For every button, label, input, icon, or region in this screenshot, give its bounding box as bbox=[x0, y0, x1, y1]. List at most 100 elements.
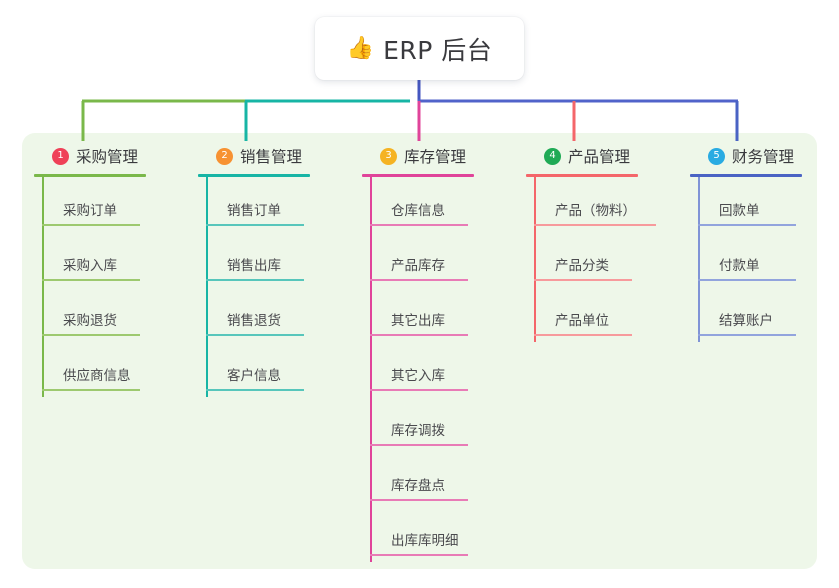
branch-header-1[interactable]: 1 采购管理 bbox=[34, 145, 184, 167]
branch-column-5: 5 财务管理回款单付款单结算账户 bbox=[690, 145, 839, 342]
leaf-item-rule bbox=[206, 224, 304, 226]
leaf-item[interactable]: 其它出库 bbox=[362, 287, 512, 342]
leaf-item-rule bbox=[534, 279, 632, 281]
branch-number-badge: 5 bbox=[708, 147, 725, 165]
leaf-item[interactable]: 销售退货 bbox=[198, 287, 348, 342]
branch-header-rule bbox=[34, 174, 146, 177]
leaf-item-rule bbox=[370, 444, 468, 446]
root-node-card[interactable]: 👍ERP 后台 bbox=[315, 17, 524, 80]
leaf-item[interactable]: 产品分类 bbox=[526, 232, 676, 287]
branch-items: 采购订单采购入库采购退货供应商信息 bbox=[34, 177, 184, 397]
leaf-item[interactable]: 产品单位 bbox=[526, 287, 676, 342]
leaf-item-rule bbox=[534, 224, 656, 226]
leaf-item-label: 其它出库 bbox=[391, 313, 445, 329]
leaf-item-label: 产品单位 bbox=[555, 313, 609, 329]
leaf-item-rule bbox=[534, 334, 632, 336]
leaf-item-label: 销售出库 bbox=[227, 258, 281, 274]
branch-number-badge: 1 bbox=[52, 147, 69, 165]
leaf-item-rule bbox=[370, 389, 468, 391]
branch-header-rule bbox=[690, 174, 802, 177]
leaf-item-rule bbox=[370, 279, 468, 281]
branch-vertical-connector bbox=[534, 177, 536, 342]
leaf-item-label: 仓库信息 bbox=[391, 203, 445, 219]
root-node-content: 👍ERP 后台 bbox=[347, 31, 493, 67]
branch-items: 回款单付款单结算账户 bbox=[690, 177, 839, 342]
leaf-item[interactable]: 客户信息 bbox=[198, 342, 348, 397]
branch-header-4[interactable]: 4 产品管理 bbox=[526, 145, 676, 167]
leaf-item[interactable]: 付款单 bbox=[690, 232, 839, 287]
leaf-item-rule bbox=[698, 334, 796, 336]
leaf-item-label: 付款单 bbox=[719, 258, 760, 274]
branch-items: 产品（物料） 产品分类产品单位 bbox=[526, 177, 676, 342]
leaf-item-rule bbox=[370, 554, 468, 556]
branch-header-3[interactable]: 3 库存管理 bbox=[362, 145, 512, 167]
branch-header-rule bbox=[362, 174, 474, 177]
leaf-item-rule bbox=[370, 224, 468, 226]
branch-number-badge: 4 bbox=[544, 147, 561, 165]
leaf-item[interactable]: 回款单 bbox=[690, 177, 839, 232]
branch-vertical-connector bbox=[698, 177, 700, 342]
leaf-item[interactable]: 库存盘点 bbox=[362, 452, 512, 507]
branch-header-rule bbox=[526, 174, 638, 177]
leaf-item-label: 客户信息 bbox=[227, 368, 281, 384]
leaf-item-label: 采购订单 bbox=[63, 203, 117, 219]
branch-number-badge: 3 bbox=[380, 147, 397, 165]
branch-title: 销售管理 bbox=[240, 148, 303, 166]
leaf-item-label: 采购入库 bbox=[63, 258, 117, 274]
branch-column-4: 4 产品管理产品（物料） 产品分类产品单位 bbox=[526, 145, 676, 342]
leaf-item-rule bbox=[370, 499, 468, 501]
leaf-item-rule bbox=[370, 334, 468, 336]
leaf-item[interactable]: 供应商信息 bbox=[34, 342, 184, 397]
branch-items: 仓库信息产品库存其它出库其它入库库存调拨库存盘点出库库明细 bbox=[362, 177, 512, 562]
leaf-item-rule bbox=[206, 389, 304, 391]
leaf-item[interactable]: 其它入库 bbox=[362, 342, 512, 397]
leaf-item-label: 销售订单 bbox=[227, 203, 281, 219]
leaf-item-label: 库存盘点 bbox=[391, 478, 445, 494]
leaf-item-label: 结算账户 bbox=[719, 313, 773, 329]
leaf-item[interactable]: 产品（物料） bbox=[526, 177, 676, 232]
leaf-item[interactable]: 销售出库 bbox=[198, 232, 348, 287]
branch-vertical-connector bbox=[42, 177, 44, 397]
leaf-item-rule bbox=[42, 224, 140, 226]
branch-header-rule bbox=[198, 174, 310, 177]
leaf-item[interactable]: 产品库存 bbox=[362, 232, 512, 287]
leaf-item-label: 产品（物料） bbox=[555, 203, 636, 219]
leaf-item[interactable]: 库存调拨 bbox=[362, 397, 512, 452]
leaf-item[interactable]: 出库库明细 bbox=[362, 507, 512, 562]
branches-panel bbox=[22, 133, 817, 569]
leaf-item-label: 采购退货 bbox=[63, 313, 117, 329]
branch-header-5[interactable]: 5 财务管理 bbox=[690, 145, 839, 167]
leaf-item-label: 回款单 bbox=[719, 203, 760, 219]
leaf-item[interactable]: 采购订单 bbox=[34, 177, 184, 232]
leaf-item-rule bbox=[42, 389, 140, 391]
leaf-item-rule bbox=[42, 334, 140, 336]
leaf-item[interactable]: 仓库信息 bbox=[362, 177, 512, 232]
thumbs-up-icon: 👍 bbox=[346, 35, 375, 61]
leaf-item-label: 库存调拨 bbox=[391, 423, 445, 439]
branch-vertical-connector bbox=[370, 177, 372, 562]
branch-header-2[interactable]: 2 销售管理 bbox=[198, 145, 348, 167]
leaf-item-label: 销售退货 bbox=[227, 313, 281, 329]
branch-column-3: 3 库存管理仓库信息产品库存其它出库其它入库库存调拨库存盘点出库库明细 bbox=[362, 145, 512, 562]
branch-title: 库存管理 bbox=[404, 148, 467, 166]
leaf-item-rule bbox=[42, 279, 140, 281]
leaf-item-label: 出库库明细 bbox=[391, 533, 459, 549]
leaf-item[interactable]: 采购退货 bbox=[34, 287, 184, 342]
leaf-item-rule bbox=[206, 334, 304, 336]
branch-vertical-connector bbox=[206, 177, 208, 397]
leaf-item-rule bbox=[698, 279, 796, 281]
branch-number-badge: 2 bbox=[216, 147, 233, 165]
branch-title: 产品管理 bbox=[568, 148, 631, 166]
branch-title: 财务管理 bbox=[732, 148, 795, 166]
branch-items: 销售订单销售出库销售退货客户信息 bbox=[198, 177, 348, 397]
leaf-item[interactable]: 结算账户 bbox=[690, 287, 839, 342]
leaf-item-rule bbox=[698, 224, 796, 226]
leaf-item[interactable]: 销售订单 bbox=[198, 177, 348, 232]
leaf-item-label: 产品分类 bbox=[555, 258, 609, 274]
branch-title: 采购管理 bbox=[76, 148, 139, 166]
branch-column-1: 1 采购管理采购订单采购入库采购退货供应商信息 bbox=[34, 145, 184, 397]
branch-column-2: 2 销售管理销售订单销售出库销售退货客户信息 bbox=[198, 145, 348, 397]
leaf-item-label: 其它入库 bbox=[391, 368, 445, 384]
leaf-item[interactable]: 采购入库 bbox=[34, 232, 184, 287]
